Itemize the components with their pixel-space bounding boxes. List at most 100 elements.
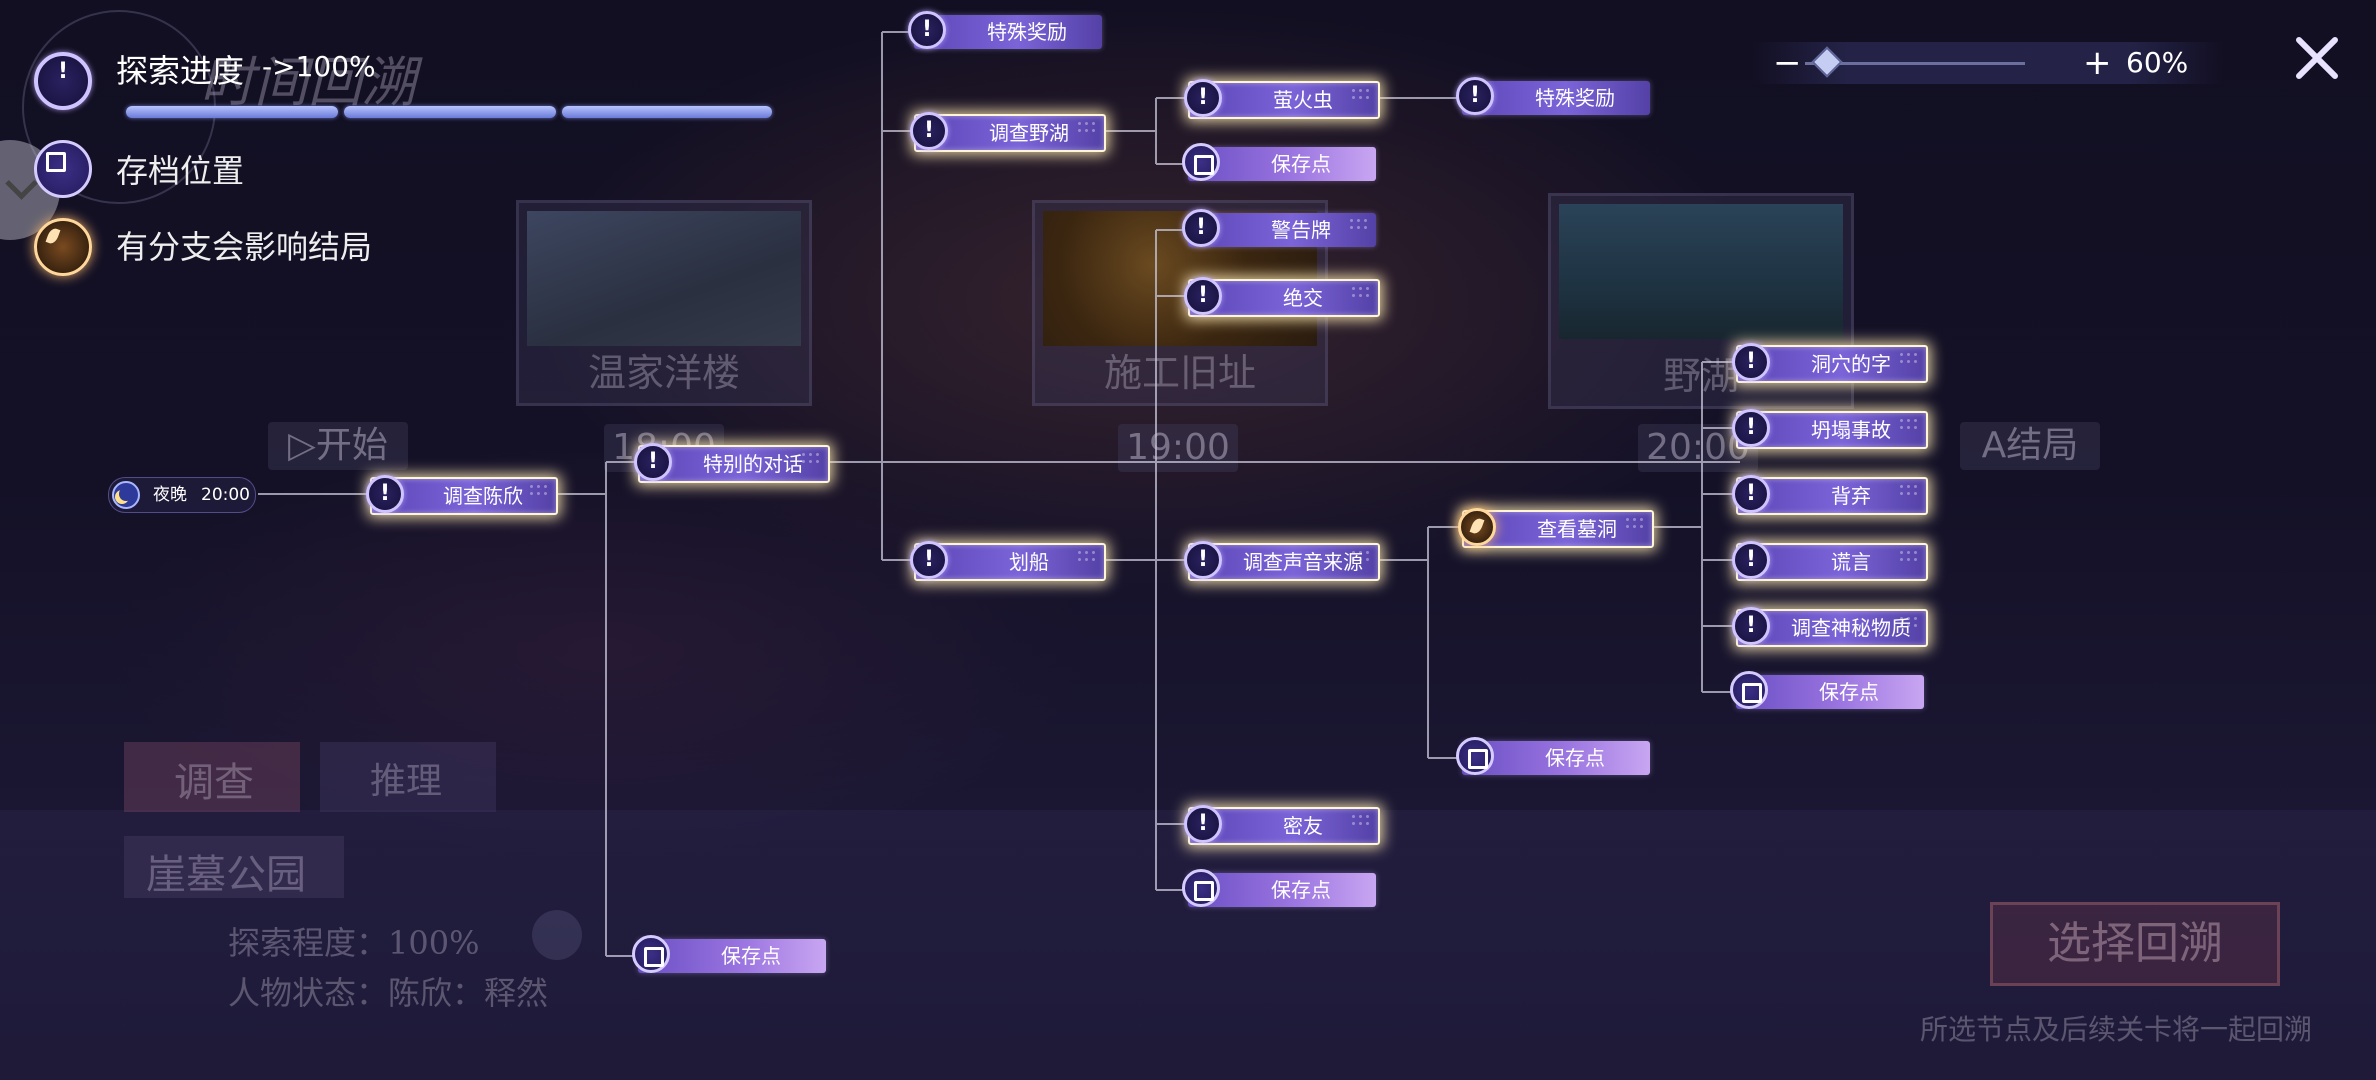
legend-save-label: 存档位置 — [116, 152, 245, 190]
save-point-node[interactable]: 保存点 — [1456, 737, 1650, 775]
story-node[interactable]: 特殊奖励 — [908, 11, 1102, 49]
zoom-control: − + 60% — [1753, 42, 2223, 84]
story-node[interactable]: 背弃 — [1732, 475, 1928, 515]
dots-pattern — [1076, 549, 1096, 563]
exclamation-icon — [366, 475, 404, 513]
exclamation-icon — [1732, 541, 1770, 579]
exclamation-icon — [908, 11, 946, 49]
node-label: 调查神秘物质 — [1791, 616, 1911, 640]
story-node[interactable]: 警告牌 — [1182, 209, 1376, 247]
dots-pattern — [1898, 549, 1918, 563]
progress-segment — [344, 106, 556, 118]
exclamation-icon — [1732, 475, 1770, 513]
node-label: 绝交 — [1283, 286, 1323, 310]
save-icon — [1456, 737, 1494, 775]
exclamation-icon — [1184, 79, 1222, 117]
zoom-in-button[interactable]: + — [2083, 43, 2112, 83]
story-node[interactable]: 特别的对话 — [634, 443, 830, 483]
story-node[interactable]: 划船 — [910, 541, 1106, 581]
save-point-node[interactable]: 保存点 — [1182, 869, 1376, 907]
dots-pattern — [528, 483, 548, 497]
zoom-slider-thumb[interactable] — [1811, 46, 1843, 78]
night-badge-time: 20:00 — [201, 485, 250, 505]
timeline-ending: A结局 — [1960, 422, 2100, 470]
story-node[interactable]: 调查野湖 — [910, 112, 1106, 152]
story-node[interactable]: 谎言 — [1732, 541, 1928, 581]
save-icon — [1182, 143, 1220, 181]
branch-feather-icon — [1458, 508, 1496, 546]
zoom-out-button[interactable]: − — [1773, 43, 1802, 83]
save-point-node[interactable]: 保存点 — [1182, 143, 1376, 181]
save-point-node[interactable]: 保存点 — [1730, 671, 1924, 709]
node-label: 调查声音来源 — [1243, 550, 1363, 574]
select-rewind-button[interactable]: 选择回溯 — [1990, 902, 2280, 986]
progress-value: ->100% — [262, 50, 376, 83]
dots-pattern — [1350, 549, 1370, 563]
tab-reasoning-label: 推理 — [370, 761, 443, 802]
zoom-percent: 60% — [2126, 46, 2189, 79]
story-node[interactable]: 调查陈欣 — [366, 475, 558, 515]
exclamation-icon — [1184, 277, 1222, 315]
exclamation-icon — [1184, 805, 1222, 843]
node-label: 保存点 — [1271, 152, 1331, 176]
location-image — [527, 211, 801, 346]
dots-pattern — [1350, 285, 1370, 299]
node-label: 特殊奖励 — [987, 20, 1067, 44]
story-node[interactable]: 绝交 — [1184, 277, 1380, 317]
location-image — [1559, 204, 1843, 339]
save-point-node[interactable]: 保存点 — [632, 935, 826, 973]
save-icon — [1182, 869, 1220, 907]
night-badge-label: 夜晚 — [153, 485, 187, 505]
story-node[interactable]: 密友 — [1184, 805, 1380, 845]
story-node[interactable]: 萤火虫 — [1184, 79, 1380, 119]
progress-segment — [562, 106, 772, 118]
explore-degree: 探索程度：100% — [228, 924, 480, 962]
chevron-down-icon — [5, 167, 38, 200]
tab-investigate-label: 调查 — [174, 760, 254, 806]
node-label: 警告牌 — [1271, 218, 1331, 242]
place-name: 崖墓公园 — [146, 852, 306, 898]
story-node[interactable]: 洞穴的字 — [1732, 343, 1928, 383]
branch-story-node[interactable]: 查看墓洞 — [1458, 508, 1654, 548]
location-card-mansion: 温家洋楼 — [516, 200, 812, 406]
node-label: 保存点 — [1819, 680, 1879, 704]
lower-panel-backdrop — [0, 810, 2376, 1080]
close-icon[interactable] — [2289, 30, 2345, 86]
node-label: 洞穴的字 — [1811, 352, 1891, 376]
node-label: 密友 — [1283, 814, 1323, 838]
place-name-panel — [124, 836, 344, 898]
save-icon — [34, 140, 92, 198]
node-label: 查看墓洞 — [1537, 517, 1617, 541]
dots-pattern — [1076, 120, 1096, 134]
dots-pattern — [1898, 351, 1918, 365]
location-name: 温家洋楼 — [587, 351, 740, 395]
exclamation-icon — [1732, 409, 1770, 447]
story-node[interactable]: 调查神秘物质 — [1732, 607, 1928, 647]
node-label: 特别的对话 — [703, 452, 803, 476]
story-node[interactable]: 特殊奖励 — [1456, 77, 1650, 115]
tab-investigate — [124, 742, 300, 812]
node-label: 坍塌事故 — [1811, 418, 1891, 442]
zoom-slider-track[interactable] — [1805, 62, 2025, 65]
dots-pattern — [1898, 417, 1918, 431]
dots-pattern — [1348, 217, 1368, 231]
story-node[interactable]: 坍塌事故 — [1732, 409, 1928, 449]
node-label: 背弃 — [1831, 484, 1871, 508]
branch-feather-icon — [34, 218, 92, 276]
character-status: 人物状态：陈欣：释然 — [228, 974, 549, 1012]
dots-pattern — [800, 451, 820, 465]
legend-branch-label: 有分支会影响结局 — [116, 228, 373, 266]
node-label: 调查陈欣 — [443, 484, 523, 508]
dots-pattern — [1898, 483, 1918, 497]
map-icon — [532, 910, 582, 960]
exclamation-icon — [1732, 607, 1770, 645]
save-icon — [632, 935, 670, 973]
story-node[interactable]: 调查声音来源 — [1184, 541, 1380, 581]
progress-label: 探索进度 — [116, 52, 245, 90]
watermark-title: 时间回溯 — [200, 51, 416, 114]
progress-segment — [126, 106, 338, 118]
exclamation-icon — [34, 52, 92, 110]
node-label: 划船 — [1009, 550, 1049, 574]
exclamation-icon — [634, 443, 672, 481]
